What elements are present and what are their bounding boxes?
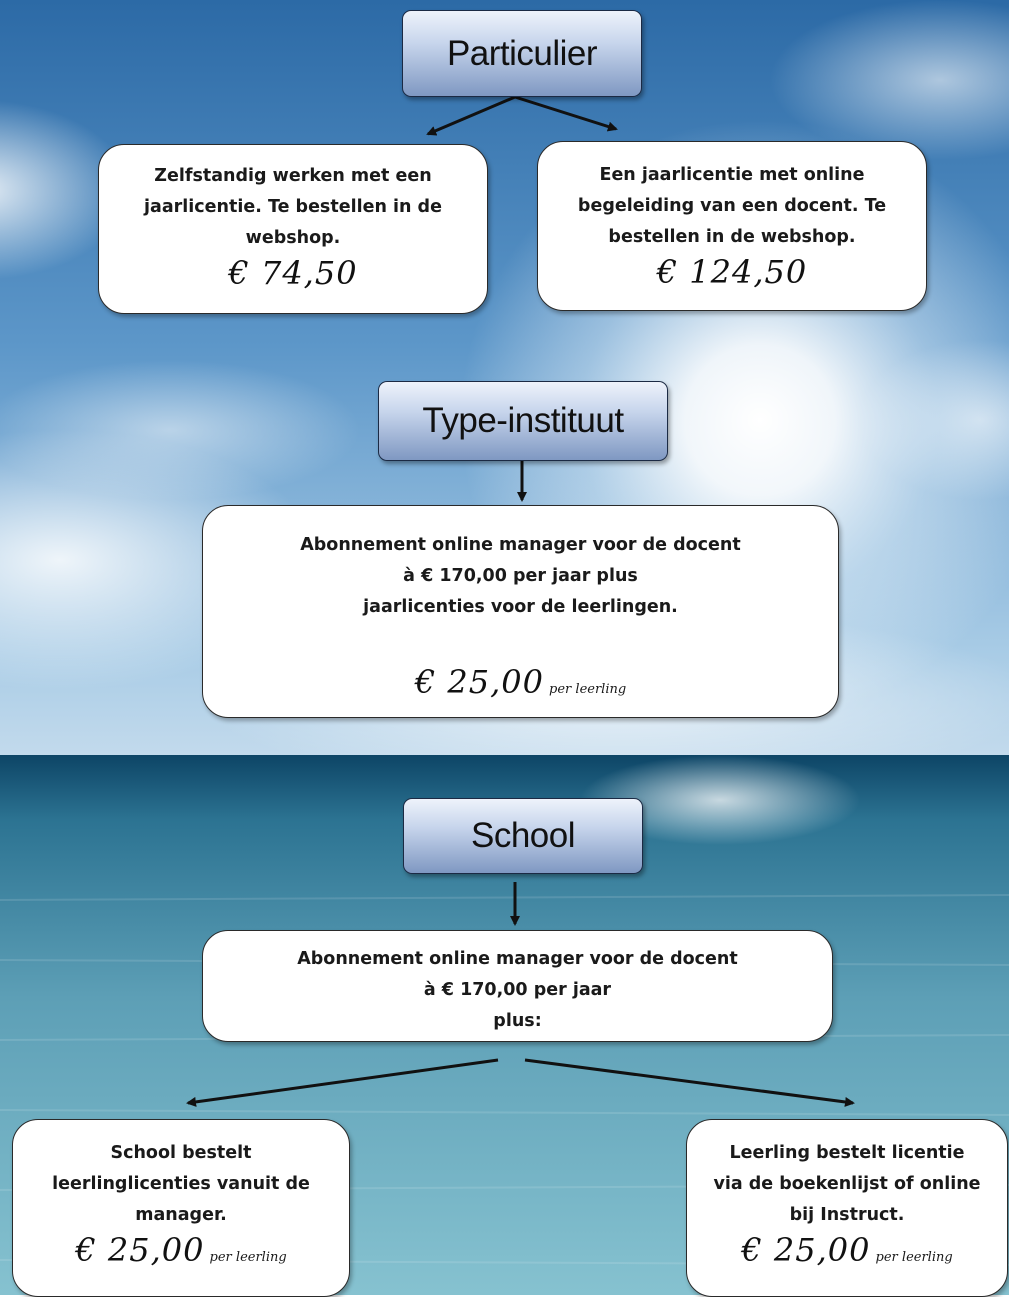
option-self-study: Zelfstandig werken met een jaarlicentie.… — [98, 144, 488, 314]
option-guided-price: € 124,50 — [656, 253, 808, 291]
type-instituut-box: Abonnement online manager voor de docent… — [202, 505, 839, 718]
option-school-orders-text: School bestelt leerlinglicenties vanuit … — [52, 1143, 310, 1225]
type-instituut-unit: per leerling — [549, 682, 627, 697]
option-guided-text: Een jaarlicentie met online begeleiding … — [577, 165, 887, 247]
header-school: School — [403, 798, 643, 874]
option-school-orders: School bestelt leerlinglicenties vanuit … — [12, 1119, 350, 1297]
header-particulier: Particulier — [402, 10, 642, 97]
school-box: Abonnement online manager voor de docent… — [202, 930, 833, 1042]
option-self-study-price: € 74,50 — [228, 254, 358, 292]
option-student-orders-price: € 25,00 — [741, 1231, 871, 1269]
option-student-orders: Leerling bestelt licentie via de boekenl… — [686, 1119, 1008, 1297]
type-instituut-price: € 25,00 — [414, 663, 544, 701]
school-text: Abonnement online manager voor de docent… — [297, 949, 738, 1031]
header-type-instituut: Type-instituut — [378, 381, 668, 461]
option-self-study-text: Zelfstandig werken met een jaarlicentie.… — [144, 166, 442, 248]
type-instituut-text: Abonnement online manager voor de docent… — [300, 535, 741, 617]
option-school-orders-price: € 25,00 — [75, 1231, 205, 1269]
option-student-orders-unit: per leerling — [875, 1250, 953, 1265]
option-student-orders-text: Leerling bestelt licentie via de boekenl… — [713, 1143, 981, 1225]
option-school-orders-unit: per leerling — [209, 1250, 287, 1265]
option-guided: Een jaarlicentie met online begeleiding … — [537, 141, 927, 311]
